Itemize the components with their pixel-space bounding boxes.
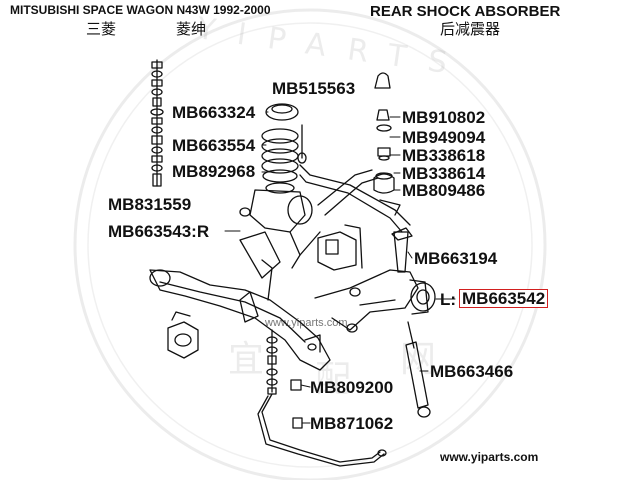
shock-mount-parts [373, 72, 395, 194]
diagonal-link [299, 169, 379, 256]
knuckle-arm [239, 189, 313, 279]
part-label-mb809486[interactable]: MB809486 [402, 181, 486, 200]
crossmember [149, 259, 331, 371]
upper-arm [297, 124, 411, 233]
header-section-cn: 后减震器 [440, 20, 501, 38]
part-label-mb338618[interactable]: MB338618 [402, 146, 486, 165]
part-label-mb910802[interactable]: MB910802 [402, 108, 486, 127]
part-label-mb831559[interactable]: MB831559 [108, 195, 192, 214]
header-title-cn-brand: 三菱 [86, 20, 117, 38]
shock-upper [391, 227, 413, 273]
coil-spring [261, 103, 299, 194]
part-label-mb663466[interactable]: MB663466 [430, 362, 514, 381]
part-label-mb663324[interactable]: MB663324 [172, 103, 256, 122]
footer-site-url[interactable]: www.yiparts.com [440, 450, 539, 464]
shock-absorber [405, 321, 431, 418]
part-label-mb663543-r[interactable]: MB663543:R [108, 222, 210, 241]
part-label-mb338614[interactable]: MB338614 [402, 164, 486, 183]
part-label-mb809200[interactable]: MB809200 [310, 378, 394, 397]
center-bracket [317, 224, 363, 271]
header-section-en: REAR SHOCK ABSORBER [370, 3, 561, 20]
header-title-en: MITSUBISHI SPACE WAGON N43W 1992-2000 [10, 3, 271, 17]
watermark-char-1: 宜 [228, 339, 265, 380]
watermark-char-2: 配 [315, 359, 352, 400]
part-label-prefix-l: L: [440, 290, 457, 309]
stabilizer-bar [257, 393, 387, 467]
lower-arm [314, 269, 436, 333]
watermark-url: www.yiparts.com [265, 317, 348, 329]
part-label-mb663194[interactable]: MB663194 [414, 249, 498, 268]
part-label-mb663542-highlighted[interactable]: MB663542 [459, 289, 549, 308]
bolt-kit-column [150, 59, 164, 187]
header-title-cn-model: 菱绅 [176, 20, 207, 38]
part-label-mb871062[interactable]: MB871062 [310, 414, 394, 433]
part-label-mb892968[interactable]: MB892968 [172, 162, 256, 181]
stabilizer-link [266, 329, 303, 429]
part-label-mb515563[interactable]: MB515563 [272, 79, 356, 98]
part-label-mb949094[interactable]: MB949094 [402, 128, 486, 147]
leader-lines [224, 111, 456, 424]
part-label-mb663554[interactable]: MB663554 [172, 136, 256, 155]
mount-bushing [167, 311, 199, 359]
